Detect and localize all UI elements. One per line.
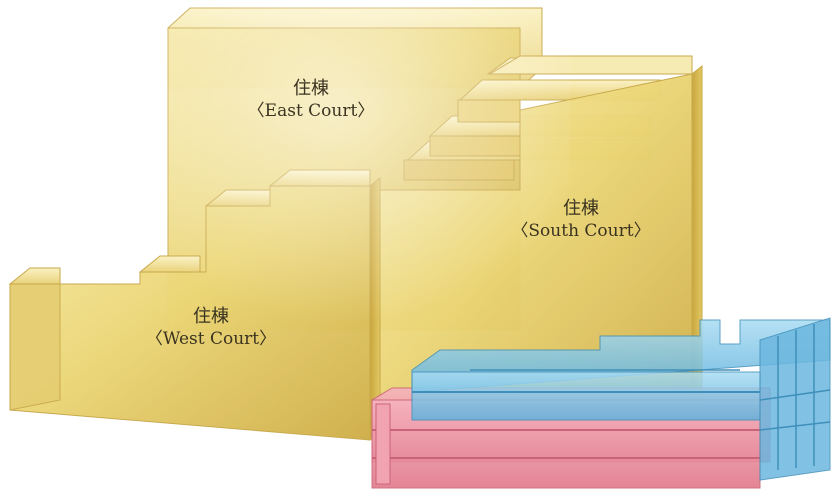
south-court-name-jp: 住棟 — [563, 198, 599, 219]
west-court-name-jp: 住棟 — [193, 306, 229, 327]
upper-podium-block — [411, 317, 831, 481]
east-court-name-en: 〈East Court〉 — [247, 101, 375, 121]
east-court-name-jp: 住棟 — [293, 78, 329, 99]
south-court-name-en: 〈South Court〉 — [511, 221, 651, 241]
west-court-name-en: 〈West Court〉 — [145, 329, 277, 349]
south-court-label: 住棟 〈South Court〉 — [496, 198, 666, 242]
east-court-label: 住棟 〈East Court〉 — [236, 78, 386, 122]
highlight-glow — [150, 0, 570, 360]
west-court-label: 住棟 〈West Court〉 — [136, 306, 286, 350]
